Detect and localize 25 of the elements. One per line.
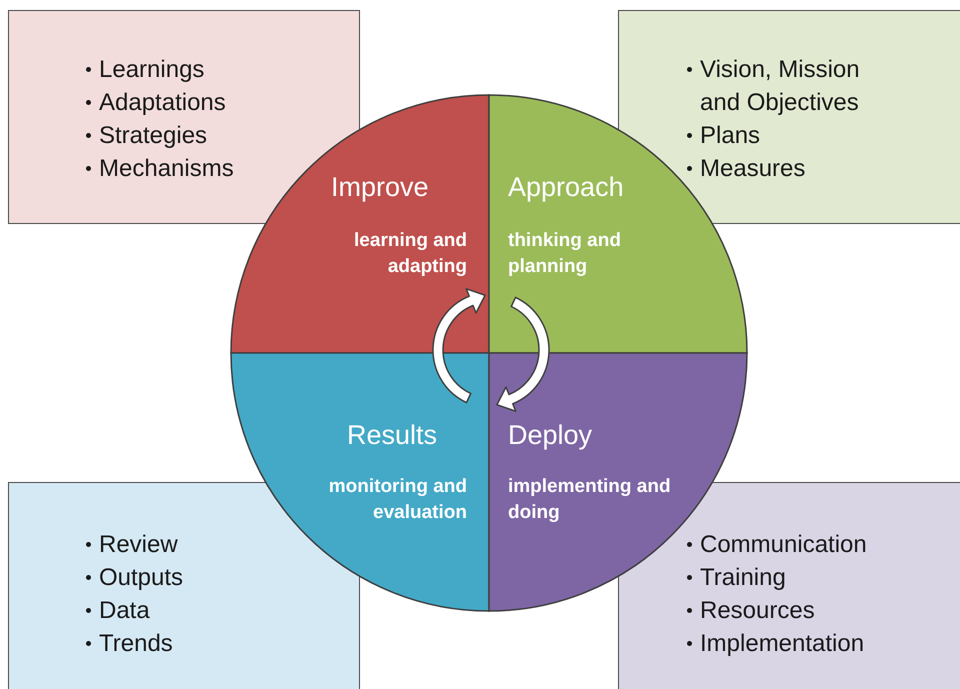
list-item-text: Mechanisms xyxy=(99,154,234,184)
list-item-text: Review xyxy=(99,530,178,560)
quadrant-title: Improve xyxy=(331,171,429,203)
curved-arrow xyxy=(496,296,550,412)
list-item-text: Learnings xyxy=(99,55,204,85)
list-item-text: Vision, Mission and Objectives xyxy=(700,55,861,118)
list-item-text: Plans xyxy=(700,121,760,151)
quadrant-subtitle: thinking and planning xyxy=(508,229,622,279)
curved-arrow xyxy=(432,288,486,404)
list-item-text: Implementation xyxy=(700,629,864,659)
list-item-text: Training xyxy=(700,563,786,593)
quadrant-subtitle: monitoring and evaluation xyxy=(328,475,467,525)
list-item-text: Strategies xyxy=(99,121,208,151)
quadrant-title: Results xyxy=(347,419,438,451)
list-item-text: Outputs xyxy=(99,563,184,593)
list-item-text: Adaptations xyxy=(99,88,226,118)
quadrant-subtitle: learning and adapting xyxy=(353,229,467,279)
quadrant-subtitle: implementing and doing xyxy=(508,475,672,525)
list-item-text: Measures xyxy=(700,154,806,184)
list-item-text: Data xyxy=(99,596,150,626)
quadrant-title: Approach xyxy=(508,171,624,203)
list-item-text: Communication xyxy=(700,530,867,560)
list-item-text: Trends xyxy=(99,629,173,659)
list-item-text: Resources xyxy=(700,596,815,626)
quadrant-title: Deploy xyxy=(508,419,592,451)
